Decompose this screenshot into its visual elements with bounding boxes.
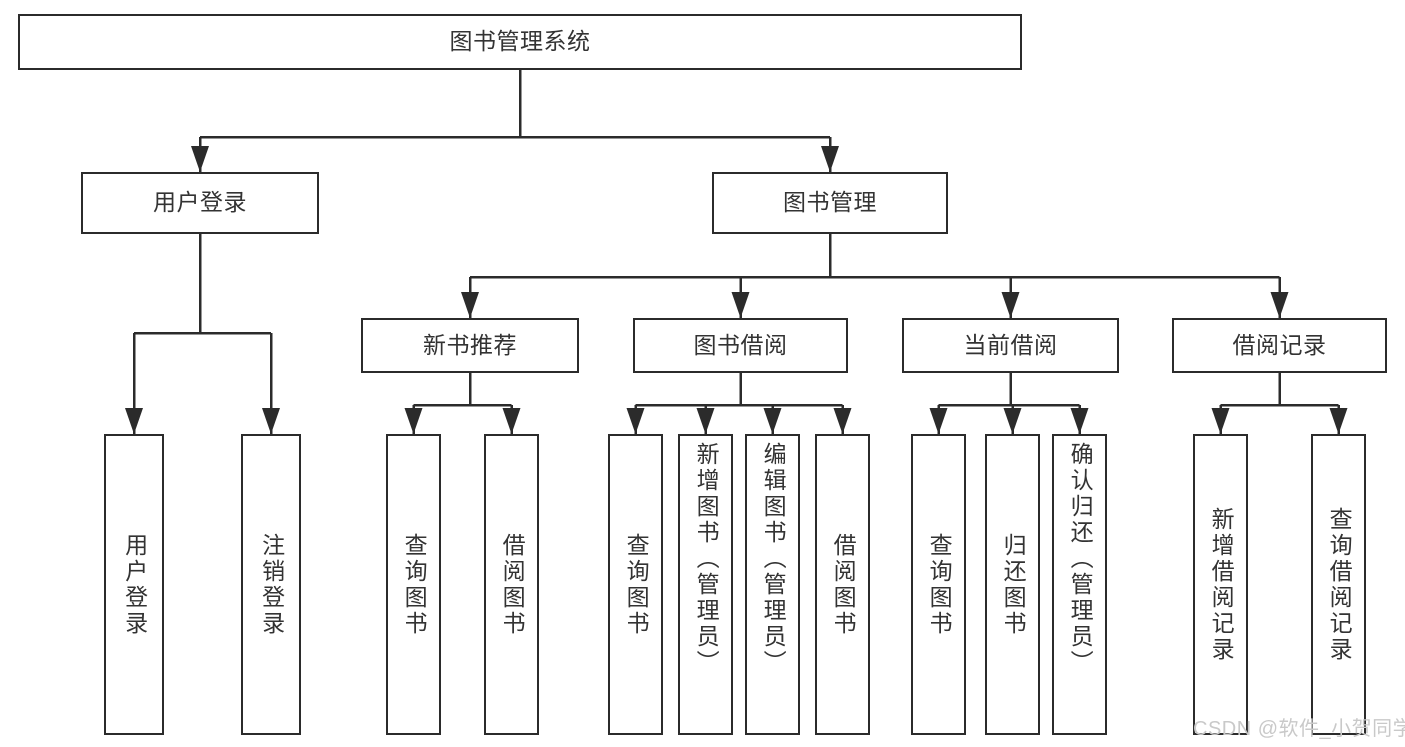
node-label: 编辑图书（管理员）: [760, 442, 787, 676]
node-label: 新书推荐: [423, 331, 517, 358]
node-label: 查询借阅记录: [1326, 506, 1353, 663]
node-leaf-qry-record[interactable]: 查询借阅记录: [1311, 434, 1366, 735]
node-label: 借阅图书: [499, 532, 526, 637]
node-leaf-query-1[interactable]: 查询图书: [386, 434, 441, 735]
node-leaf-edit-book[interactable]: 编辑图书（管理员）: [745, 434, 800, 735]
node-label: 借阅图书: [830, 532, 857, 637]
node-leaf-add-book[interactable]: 新增图书（管理员）: [678, 434, 733, 735]
node-leaf-add-record[interactable]: 新增借阅记录: [1193, 434, 1248, 735]
node-new-book-rec[interactable]: 新书推荐: [361, 318, 579, 373]
node-leaf-confirm[interactable]: 确认归还（管理员）: [1052, 434, 1107, 735]
node-borrow-record[interactable]: 借阅记录: [1172, 318, 1387, 373]
node-leaf-user-login[interactable]: 用户登录: [104, 434, 164, 735]
node-label: 查询图书: [623, 532, 650, 637]
node-label: 注销登录: [258, 532, 285, 637]
node-label: 新增图书（管理员）: [693, 442, 720, 676]
node-user-login[interactable]: 用户登录: [81, 172, 319, 234]
csdn-watermark: CSDN @软件_小贺同学: [1193, 718, 1405, 740]
node-current-borrow[interactable]: 当前借阅: [902, 318, 1119, 373]
node-label: 新增借阅记录: [1208, 506, 1235, 663]
node-book-manage[interactable]: 图书管理: [712, 172, 948, 234]
node-root[interactable]: 图书管理系统: [18, 14, 1022, 70]
node-label: 确认归还（管理员）: [1067, 442, 1094, 676]
node-label: 用户登录: [121, 532, 148, 637]
node-leaf-borrow-1[interactable]: 借阅图书: [484, 434, 539, 735]
node-label: 当前借阅: [963, 331, 1058, 358]
node-leaf-query-2[interactable]: 查询图书: [608, 434, 663, 735]
node-book-borrow[interactable]: 图书借阅: [633, 318, 848, 373]
node-label: 查询图书: [926, 532, 953, 637]
node-label: 归还图书: [1000, 532, 1027, 637]
node-leaf-logout[interactable]: 注销登录: [241, 434, 301, 735]
node-label: 用户登录: [153, 189, 247, 216]
node-leaf-return[interactable]: 归还图书: [985, 434, 1040, 735]
node-label: 图书借阅: [693, 331, 788, 358]
node-label: 图书管理系统: [449, 28, 591, 55]
node-label: 借阅记录: [1232, 331, 1327, 358]
node-leaf-query-3[interactable]: 查询图书: [911, 434, 966, 735]
node-leaf-borrow-2[interactable]: 借阅图书: [815, 434, 870, 735]
node-label: 查询图书: [401, 532, 428, 637]
node-label: 图书管理: [783, 189, 877, 216]
